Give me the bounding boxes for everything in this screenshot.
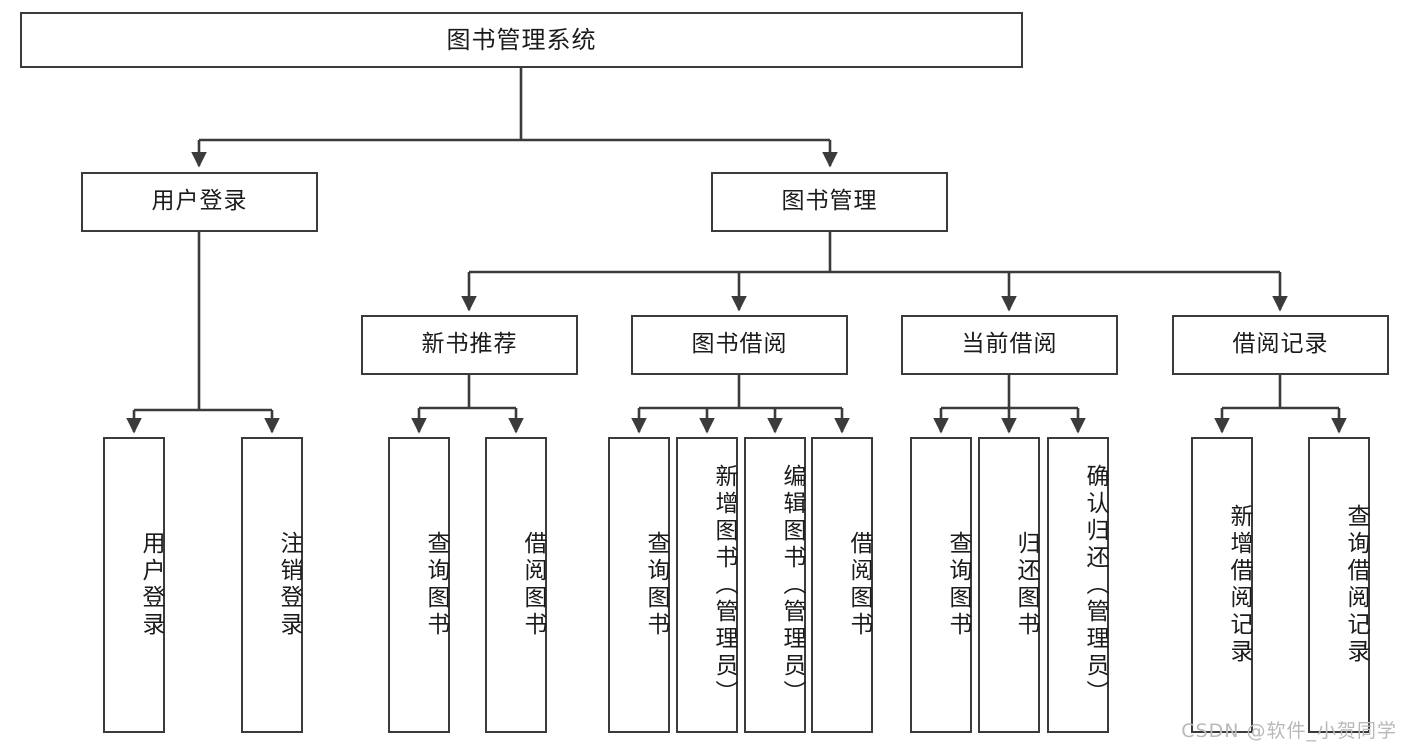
leaf-borrow-query-book[interactable]: 查询图书	[608, 437, 670, 733]
node-label: 归还图书	[1013, 531, 1039, 639]
leaf-borrow-edit-book-admin[interactable]: 编辑图书（管理员）	[744, 437, 806, 733]
csdn-watermark: CSDN @软件_小贺同学	[1181, 720, 1397, 742]
node-borrow-record[interactable]: 借阅记录	[1172, 315, 1389, 375]
leaf-user-logout[interactable]: 注销登录	[241, 437, 303, 733]
leaf-recommend-query-book[interactable]: 查询图书	[388, 437, 450, 733]
node-new-book-recommendation[interactable]: 新书推荐	[361, 315, 578, 375]
node-label: 图书管理	[781, 188, 878, 215]
node-root-book-management-system[interactable]: 图书管理系统	[20, 12, 1023, 68]
leaf-current-confirm-return-admin[interactable]: 确认归还（管理员）	[1047, 437, 1109, 733]
node-label: 借阅图书	[520, 531, 546, 639]
node-current-borrow[interactable]: 当前借阅	[901, 315, 1118, 375]
node-label: 新增图书（管理员）	[711, 463, 737, 707]
node-label: 借阅记录	[1232, 331, 1329, 358]
node-label: 查询图书	[643, 531, 669, 639]
node-label: 查询借阅记录	[1343, 504, 1369, 666]
leaf-recommend-borrow-book[interactable]: 借阅图书	[485, 437, 547, 733]
node-book-management[interactable]: 图书管理	[711, 172, 948, 232]
node-label: 新增借阅记录	[1226, 504, 1252, 666]
node-label: 编辑图书（管理员）	[779, 463, 805, 707]
node-label: 当前借阅	[961, 331, 1058, 358]
leaf-current-return-book[interactable]: 归还图书	[978, 437, 1040, 733]
node-label: 注销登录	[276, 531, 302, 639]
node-label: 新书推荐	[421, 331, 518, 358]
leaf-user-login[interactable]: 用户登录	[103, 437, 165, 733]
node-label: 确认归还（管理员）	[1082, 463, 1108, 707]
node-book-borrow[interactable]: 图书借阅	[631, 315, 848, 375]
node-label: 用户登录	[138, 531, 164, 639]
node-label: 图书管理系统	[446, 25, 597, 54]
node-label: 借阅图书	[846, 531, 872, 639]
node-label: 查询图书	[423, 531, 449, 639]
leaf-borrow-borrow-book[interactable]: 借阅图书	[811, 437, 873, 733]
node-user-login[interactable]: 用户登录	[81, 172, 318, 232]
node-label: 用户登录	[151, 188, 248, 215]
node-label: 查询图书	[945, 531, 971, 639]
node-label: 图书借阅	[691, 331, 788, 358]
leaf-record-query-borrow-record[interactable]: 查询借阅记录	[1308, 437, 1370, 733]
leaf-borrow-add-book-admin[interactable]: 新增图书（管理员）	[676, 437, 738, 733]
leaf-current-query-book[interactable]: 查询图书	[910, 437, 972, 733]
leaf-record-add-borrow-record[interactable]: 新增借阅记录	[1191, 437, 1253, 733]
